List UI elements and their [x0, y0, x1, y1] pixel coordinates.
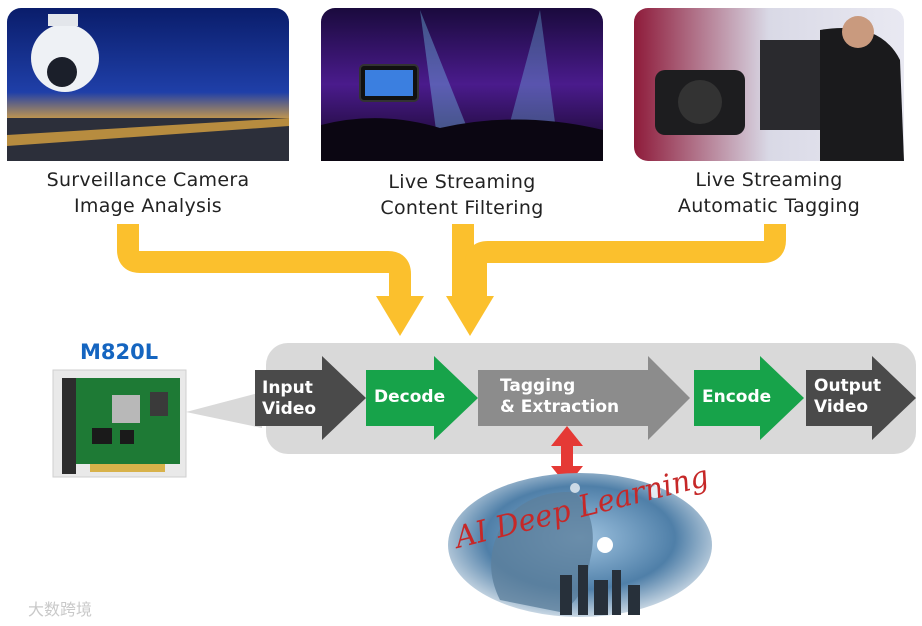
model-label: M820L [80, 340, 159, 364]
automatic-tagging-caption: Live Streaming Automatic Tagging [634, 167, 904, 219]
output-label-line2: Video [814, 397, 868, 417]
input-label-line2: Video [262, 399, 316, 419]
automatic-tagging-caption-line1: Live Streaming [695, 169, 843, 191]
flow-arrows [117, 224, 786, 336]
tagging-extraction-step [478, 356, 690, 440]
output-label-line1: Output [814, 376, 881, 396]
content-filtering-caption-line2: Content Filtering [380, 197, 544, 219]
output-video-step [806, 356, 916, 440]
content-filtering-caption-line1: Live Streaming [388, 171, 536, 193]
surveillance-photo [7, 8, 289, 161]
decode-step [366, 356, 478, 440]
tagging-label-line2: & Extraction [500, 397, 619, 417]
surveillance-caption-line1: Surveillance Camera [46, 169, 250, 191]
ai-deep-learning-image [448, 473, 712, 617]
automatic-tagging-caption-line2: Automatic Tagging [677, 195, 861, 217]
encode-step [694, 356, 804, 440]
content-filtering-caption: Live Streaming Content Filtering [321, 169, 603, 221]
broadcast-camera-photo [634, 8, 904, 161]
board-callout [186, 392, 262, 428]
concert-photo [321, 8, 603, 161]
input-label-line1: Input [262, 378, 313, 398]
encode-label: Encode [702, 387, 771, 407]
decode-label: Decode [374, 387, 445, 407]
tagging-label-line1: Tagging [500, 376, 575, 396]
surveillance-caption: Surveillance Camera Image Analysis [7, 167, 289, 219]
surveillance-caption-line2: Image Analysis [73, 195, 223, 217]
input-video-step [255, 356, 366, 440]
m820l-board-photo [52, 369, 187, 478]
watermark-text: 大数跨境 [28, 600, 93, 619]
